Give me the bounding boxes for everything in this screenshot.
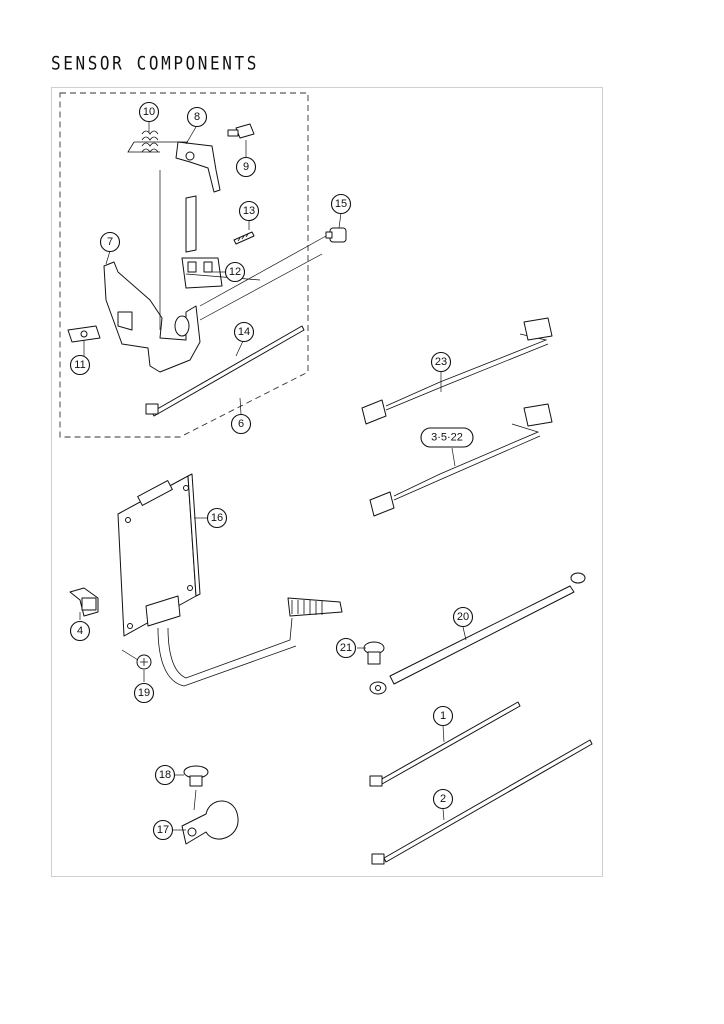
- svg-text:12: 12: [229, 266, 241, 278]
- harness-23-part: [361, 317, 553, 425]
- callout-18: 18: [154, 764, 176, 786]
- callout-4: 4: [69, 620, 91, 642]
- svg-text:3·5·22: 3·5·22: [431, 432, 463, 444]
- svg-text:18: 18: [159, 769, 171, 781]
- svg-text:14: 14: [238, 326, 250, 338]
- svg-text:8: 8: [194, 111, 200, 123]
- cable-tie-2-part: [371, 739, 593, 865]
- callout-15: 15: [330, 193, 352, 215]
- callout-17: 17: [152, 819, 174, 841]
- connector-cable-part: [145, 595, 343, 687]
- callout-10: 10: [138, 101, 160, 123]
- slot-bar-part: [185, 195, 197, 253]
- screw-19-part: [136, 654, 152, 670]
- spacer-4-part: [69, 587, 99, 617]
- svg-text:6: 6: [238, 418, 244, 430]
- cable-clamp-part: [181, 800, 239, 845]
- svg-text:16: 16: [211, 512, 223, 524]
- svg-text:23: 23: [435, 356, 447, 368]
- svg-text:1: 1: [440, 710, 446, 722]
- screw-21-part: [363, 641, 385, 665]
- nut-plate-11-part: [67, 325, 101, 343]
- svg-text:15: 15: [335, 198, 347, 210]
- svg-text:10: 10: [143, 106, 155, 118]
- svg-text:21: 21: [340, 642, 352, 654]
- callout-9: 9: [235, 156, 257, 178]
- diagram-frame: [51, 87, 603, 877]
- callout-21: 21: [335, 637, 357, 659]
- collar-15-part: [325, 227, 347, 243]
- callout-3-5-22: 3·5·22: [420, 427, 474, 448]
- svg-text:11: 11: [74, 359, 85, 371]
- svg-text:19: 19: [138, 687, 150, 699]
- mounting-bracket-part: [103, 261, 201, 373]
- screw-13-part: [233, 231, 255, 245]
- callout-14: 14: [233, 321, 255, 343]
- screw-18-part: [183, 765, 209, 787]
- callout-23: 23: [430, 351, 452, 373]
- callout-16: 16: [206, 507, 228, 529]
- page-title: SENSOR COMPONENTS: [51, 52, 259, 74]
- callout-12: 12: [224, 261, 246, 283]
- harness-3-5-22-part: [369, 403, 553, 517]
- svg-text:4: 4: [77, 625, 83, 637]
- callout-13: 13: [238, 200, 260, 222]
- callout-7: 7: [99, 231, 121, 253]
- callout-8: 8: [186, 106, 208, 128]
- cable-tie-1-part: [369, 701, 521, 787]
- callout-19: 19: [133, 682, 155, 704]
- svg-text:2: 2: [440, 793, 446, 805]
- callout-20: 20: [452, 606, 474, 628]
- photo-sensor-part: [181, 257, 223, 289]
- svg-text:9: 9: [243, 161, 249, 173]
- ground-wire-20-part: [369, 572, 586, 695]
- shoulder-screw-part: [227, 123, 255, 139]
- cable-tie-14-part: [145, 325, 305, 417]
- callout-6: 6: [230, 413, 252, 435]
- svg-text:17: 17: [157, 824, 169, 836]
- svg-text:20: 20: [457, 611, 469, 623]
- callout-2: 2: [432, 788, 454, 810]
- callout-1: 1: [432, 705, 454, 727]
- callout-11: 11: [69, 354, 91, 376]
- svg-text:7: 7: [107, 236, 113, 248]
- svg-text:13: 13: [243, 205, 255, 217]
- sensor-plate-part: [175, 141, 221, 193]
